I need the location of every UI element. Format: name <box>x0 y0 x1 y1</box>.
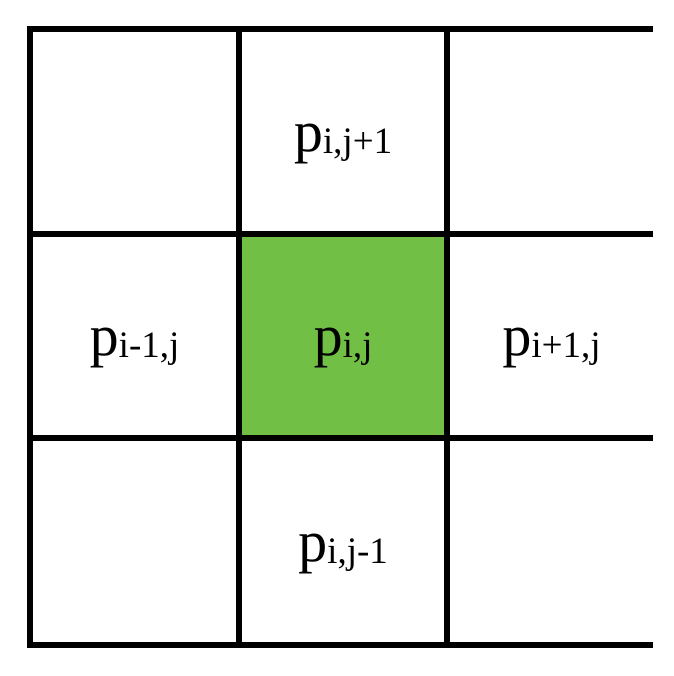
cell-middle-right: pi+1,j <box>450 237 653 435</box>
grid-line-vertical <box>236 32 242 642</box>
cell-label: pi-1,j <box>90 307 180 365</box>
cell-label-base: p <box>313 303 343 368</box>
grid-line-horizontal <box>33 231 653 237</box>
cell-label-subscript: i-1,j <box>118 325 180 366</box>
cell-top-left <box>33 32 236 231</box>
cell-center-highlighted: pi,j <box>242 237 444 435</box>
cell-label: pi,j+1 <box>294 102 393 162</box>
cell-label-subscript: i+1,j <box>531 325 601 366</box>
cell-bottom-left <box>33 441 236 642</box>
cell-label-subscript: i,j+1 <box>322 120 393 162</box>
cell-label-base: p <box>298 508 328 574</box>
cell-label-base: p <box>89 303 119 368</box>
pixel-neighborhood-grid: pi,j+1 pi-1,j pi,j pi+1,j pi,j-1 <box>27 26 653 648</box>
cell-label-subscript: i,j <box>342 325 373 366</box>
cell-top-right <box>450 32 653 231</box>
cell-top-center: pi,j+1 <box>242 32 444 231</box>
cell-label-base: p <box>502 303 532 368</box>
cell-middle-left: pi-1,j <box>33 237 236 435</box>
grid-line-horizontal <box>33 435 653 441</box>
cell-label: pi,j-1 <box>298 512 388 572</box>
grid-line-vertical <box>444 32 450 642</box>
cell-label: pi,j <box>314 307 373 365</box>
cell-label-base: p <box>293 98 323 164</box>
cell-bottom-right <box>450 441 653 642</box>
cell-label-subscript: i,j-1 <box>327 530 388 572</box>
cell-bottom-center: pi,j-1 <box>242 441 444 642</box>
cell-label: pi+1,j <box>502 307 600 365</box>
